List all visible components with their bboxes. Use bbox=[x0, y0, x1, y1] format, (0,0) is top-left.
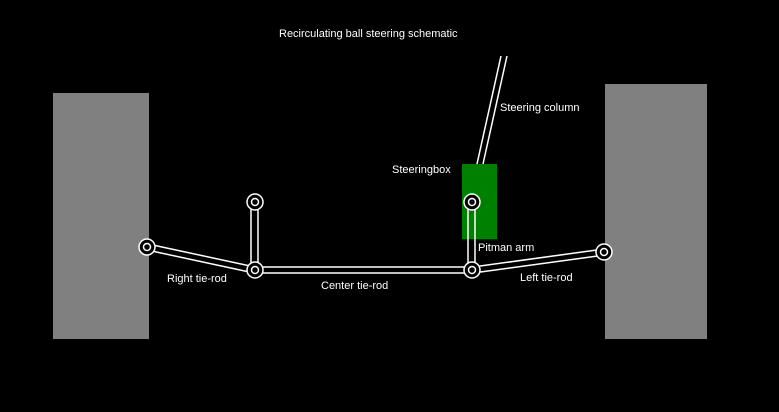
steering-column bbox=[476, 55, 508, 165]
joint-idler-bottom bbox=[246, 261, 264, 279]
idler-arm bbox=[250, 202, 259, 270]
center-tie-rod-label: Center tie-rod bbox=[321, 280, 389, 292]
left-tie-rod bbox=[472, 248, 606, 274]
joint-idler-top bbox=[246, 193, 264, 211]
center-tie-rod bbox=[255, 266, 472, 274]
right-tie-rod bbox=[146, 243, 256, 274]
pitman-arm-label: Pitman arm bbox=[478, 242, 535, 254]
joint-left-wheel bbox=[595, 243, 613, 261]
joint-right-wheel bbox=[138, 238, 156, 256]
pitman-arm bbox=[467, 202, 476, 270]
steering-column-label: Steering column bbox=[500, 102, 580, 114]
left-tie-rod-label: Left tie-rod bbox=[520, 272, 573, 284]
joint-pitman-top bbox=[463, 193, 481, 211]
left-wheel bbox=[605, 84, 707, 339]
diagram-title: Recirculating ball steering schematic bbox=[279, 28, 458, 40]
steeringbox-label: Steeringbox bbox=[392, 164, 451, 176]
joint-pitman-bottom bbox=[463, 261, 481, 279]
right-wheel bbox=[53, 93, 149, 339]
right-tie-rod-label: Right tie-rod bbox=[167, 273, 227, 285]
